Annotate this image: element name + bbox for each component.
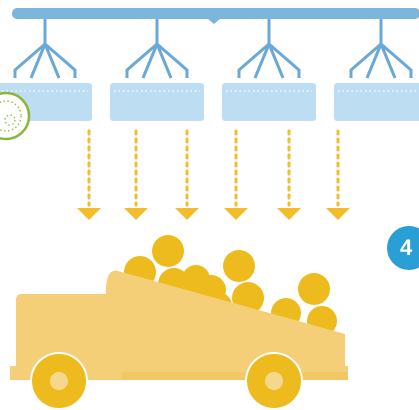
- falling-arrow-2: [124, 131, 148, 220]
- hanging-bin-3: [222, 19, 316, 121]
- wheel-hub: [50, 372, 68, 390]
- arrowhead-down-icon: [124, 208, 148, 220]
- bin-body: [110, 83, 204, 121]
- wheel-2: [245, 352, 303, 410]
- fruit-1: [152, 235, 184, 267]
- conveyor-rail: [12, 8, 419, 19]
- arrowhead-down-icon: [175, 208, 199, 220]
- rail-notch: [208, 19, 220, 24]
- arrowhead-down-icon: [224, 208, 248, 220]
- arrowhead-down-icon: [277, 208, 301, 220]
- bin-body: [334, 83, 419, 121]
- bin-hanger-icon: [15, 19, 75, 78]
- wheel-hub: [265, 372, 283, 390]
- falling-arrows: [77, 131, 350, 220]
- falling-arrow-1: [77, 131, 101, 220]
- bin-hanger-icon: [351, 19, 411, 78]
- falling-arrow-4: [224, 131, 248, 220]
- arrowhead-down-icon: [77, 208, 101, 220]
- fruit-5: [223, 250, 255, 282]
- truck-bed-base: [122, 372, 348, 380]
- fruit-11: [182, 265, 210, 293]
- falling-arrow-3: [175, 131, 199, 220]
- bin-hanger-icon: [127, 19, 187, 78]
- falling-arrow-5: [277, 131, 301, 220]
- fruit-8: [298, 273, 330, 305]
- bin-body: [222, 83, 316, 121]
- hanging-bin-4: [334, 19, 419, 121]
- wheel-1: [30, 352, 88, 410]
- bin-hanger-icon: [239, 19, 299, 78]
- hanging-bins: [0, 19, 419, 121]
- hanging-bin-2: [110, 19, 204, 121]
- arrowhead-down-icon: [326, 208, 350, 220]
- falling-arrow-6: [326, 131, 350, 220]
